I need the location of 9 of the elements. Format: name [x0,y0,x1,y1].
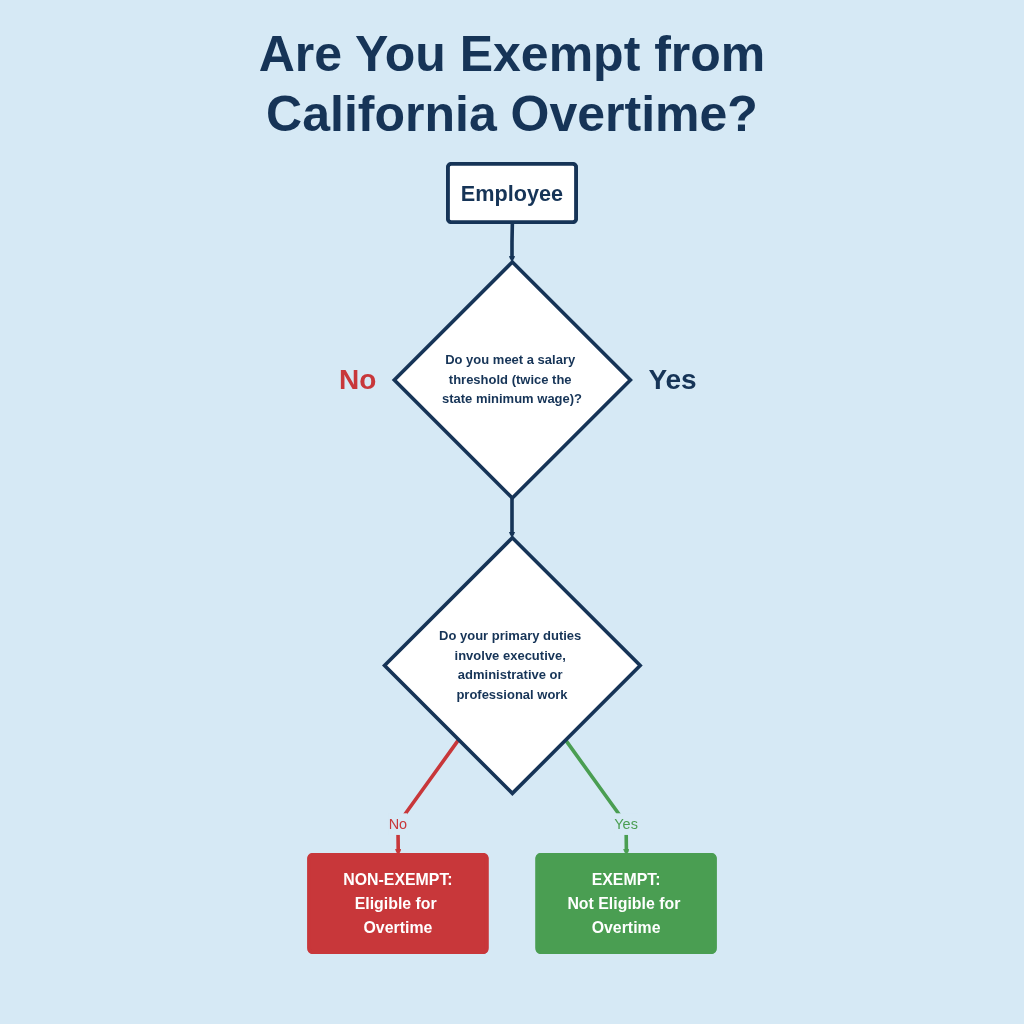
edge-label: Yes [614,816,638,833]
node-diamond: Do your primary duties involve executive, administrative or professional work [382,535,643,796]
branch-label: No [339,364,377,396]
branch-label: Yes [648,364,697,396]
edge-label: No [388,816,408,833]
arrow [508,222,516,263]
node-diamond: Do you meet a salary threshold (twice the state minimum wage)? [391,259,633,501]
arrow [508,498,516,539]
title: Are You Exempt from California Overtime? [257,25,767,144]
